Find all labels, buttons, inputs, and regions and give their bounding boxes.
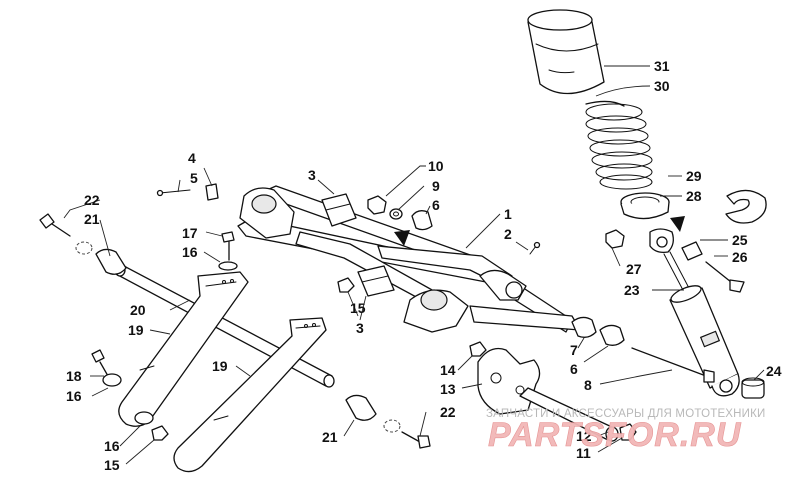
callout-20: 20 [130,302,146,318]
part-3-lower-pad [357,265,395,297]
part-28-clip [725,189,767,224]
part-14-nut [469,341,487,357]
callout-24: 24 [766,363,782,379]
part-30-spring [585,100,653,190]
part-17-bolt [221,231,235,261]
watermark: ЗАПЧАСТИ И АКСЕССУАРЫ ДЛЯ МОТОТЕХНИКИ PA… [486,408,766,454]
callout-15-upper: 15 [350,300,366,316]
callout-22-upper: 22 [84,192,100,208]
callout-15-lower: 15 [104,457,120,473]
hidden-washer-lower [383,419,401,433]
part-16-washer-c [134,411,154,425]
callout-5: 5 [190,170,198,186]
part-23-shock-body [649,228,740,397]
callout-27: 27 [626,261,642,277]
part-22-bolt-upper [39,213,71,237]
part-25-spacer [681,241,703,261]
part-2-screw [529,241,541,255]
callout-numbers: 31 30 29 28 25 26 27 23 24 10 9 6 1 2 3 … [66,58,782,473]
part-15-nut-upper [337,277,355,293]
callout-6-lower: 6 [570,361,578,377]
callout-28: 28 [686,188,702,204]
part-13-bracket [477,347,541,415]
callout-29: 29 [686,168,702,184]
watermark-subtitle: ЗАПЧАСТИ И АКСЕССУАРЫ ДЛЯ МОТОТЕХНИКИ [486,408,766,420]
callout-16-upper: 16 [182,244,198,260]
watermark-brand: PARTSFOR.RU [488,416,742,454]
part-21-bushing-upper [95,248,127,275]
arrow-marker-frame [394,230,410,246]
part-5-screw [156,189,191,197]
callout-31: 31 [654,58,670,74]
part-10-nut [367,195,387,215]
callout-3-lower: 3 [356,320,364,336]
callout-21-lower: 21 [322,429,338,445]
callout-17: 17 [182,225,198,241]
part-12-shaft [519,387,619,442]
part-31-boot [527,9,605,95]
callout-13: 13 [440,381,456,397]
callout-10: 10 [428,158,444,174]
part-29-retainer [620,192,670,220]
callout-6-top: 6 [432,197,440,213]
callout-23: 23 [624,282,640,298]
swing-arm-frame [237,185,581,333]
part-16-washer-b [102,373,122,387]
part-19-arm-lower [173,317,327,473]
callout-12: 12 [576,428,592,444]
callout-1: 1 [504,206,512,222]
hidden-washer-upper [75,241,93,255]
part-27-nut [605,229,625,249]
part-15-nut-lower [151,425,169,441]
callout-3-upper: 3 [308,167,316,183]
part-6-bushing-lower [599,324,625,346]
callout-4: 4 [188,150,196,166]
callout-26: 26 [732,249,748,265]
part-18-bolt [91,349,109,377]
part-6-bushing-top [411,210,433,231]
part-26-bolt [705,261,745,293]
callout-11: 11 [576,445,591,461]
part-16-washer-a [218,261,238,271]
callout-21-upper: 21 [84,211,100,227]
callout-30: 30 [654,78,670,94]
callout-19-left: 19 [128,322,144,338]
callout-7: 7 [570,342,578,358]
arrow-marker-shock [670,216,685,232]
callout-8: 8 [584,377,592,393]
callout-25: 25 [732,232,748,248]
callout-9: 9 [432,178,440,194]
callout-22-lower: 22 [440,404,456,420]
part-22-bolt-lower [401,431,431,449]
part-24-bushing [741,377,765,399]
callout-16-left: 16 [66,388,82,404]
part-8-shaft [631,347,715,383]
part-3-upper-pad [321,193,357,227]
part-21-bushing-lower [345,394,377,421]
callout-19-center: 19 [212,358,228,374]
leader-lines [63,65,765,465]
part-9-washer [389,208,403,220]
callout-2: 2 [504,226,512,242]
part-7-bushing [571,316,597,338]
callout-16-lower: 16 [104,438,120,454]
part-4-tab [205,183,219,201]
callout-14: 14 [440,362,456,378]
shock-absorber-assembly [527,9,767,399]
callout-18: 18 [66,368,82,384]
